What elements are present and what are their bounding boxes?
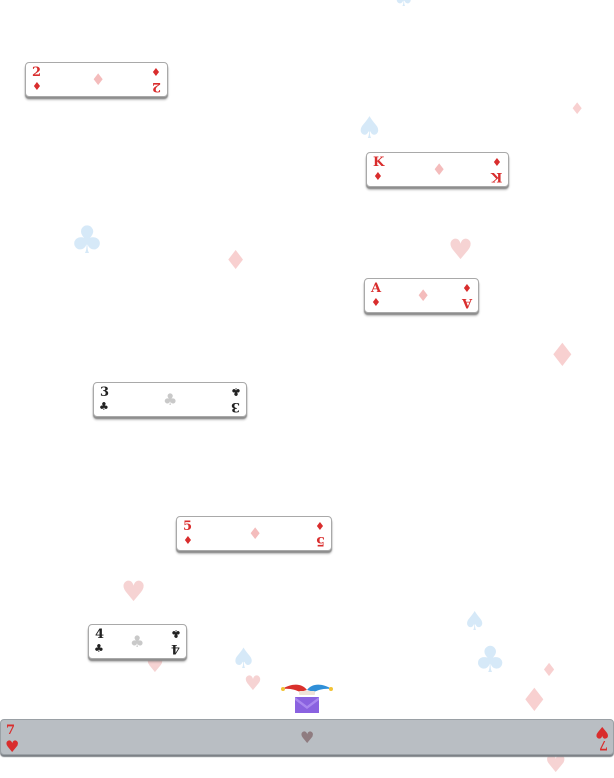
heart-icon: ♥: [545, 750, 567, 778]
diamond-icon: ♦: [32, 80, 42, 93]
heart-icon: ♥: [300, 728, 315, 747]
heart-icon: ♥: [244, 671, 262, 695]
club-icon: ♣: [70, 218, 105, 262]
card-2-diamonds[interactable]: 2 ♦ ♦ ♦ 2: [25, 62, 168, 97]
spade-icon: ♠: [231, 642, 257, 675]
club-icon: ♣: [474, 640, 507, 681]
card-5-diamonds[interactable]: 5 ♦ ♦ ♦ 5: [176, 516, 332, 551]
card-rank: 5: [315, 533, 325, 548]
club-icon: ♣: [94, 642, 104, 655]
jester-hat-left: [282, 684, 307, 692]
diamond-icon: ♦: [520, 681, 549, 719]
jester-face: [299, 691, 315, 695]
club-icon: ♣: [231, 385, 241, 398]
club-icon: ♣: [171, 627, 181, 640]
card-rank: 4: [95, 627, 105, 642]
diamond-icon: ♦: [570, 99, 585, 118]
diamond-icon: ♦: [548, 336, 577, 374]
card-rank: 4: [170, 641, 180, 656]
card-rank: 2: [151, 79, 161, 94]
jester-bell-right: [329, 687, 333, 691]
spade-icon: ♠: [356, 111, 383, 146]
card-rank: 7: [6, 723, 16, 738]
diamond-icon: ♦: [315, 519, 325, 532]
card-rank: 7: [598, 737, 608, 752]
club-icon: ♣: [130, 632, 145, 651]
jester-hat-right: [307, 684, 332, 692]
card-rank: 2: [32, 65, 42, 80]
card-rank: A: [371, 281, 382, 296]
card-rank: A: [461, 295, 472, 310]
heart-icon: ♥: [121, 575, 147, 608]
spade-icon: ♠: [393, 0, 415, 10]
diamond-icon: ♦: [151, 65, 161, 78]
card-3-clubs[interactable]: 3 ♣ ♣ ♣ 3: [93, 382, 247, 417]
club-icon: ♣: [99, 400, 109, 413]
card-rank: K: [490, 169, 502, 184]
diamond-icon: ♦: [541, 660, 558, 681]
diamond-icon: ♦: [224, 246, 248, 276]
jester-player: [281, 684, 333, 713]
diamond-icon: ♦: [373, 170, 383, 183]
card-rank: 5: [183, 519, 193, 534]
card-rank: K: [373, 155, 385, 170]
card-4-clubs[interactable]: 4 ♣ ♣ ♣ 4: [88, 624, 187, 659]
platform-card-7-hearts: 7 ♥ ♥ ♥ 7: [0, 719, 614, 756]
diamond-icon: ♦: [183, 534, 193, 547]
spade-icon: ♠: [463, 607, 487, 637]
card-rank: 3: [230, 399, 240, 414]
diamond-icon: ♦: [371, 296, 381, 309]
club-icon: ♣: [163, 390, 178, 409]
card-rank: 3: [100, 385, 110, 400]
heart-icon: ♥: [5, 737, 20, 756]
diamond-icon: ♦: [432, 160, 447, 179]
heart-icon: ♥: [448, 233, 474, 266]
card-k-diamonds[interactable]: K ♦ ♦ ♦ K: [366, 152, 509, 187]
jester-collar: [295, 697, 319, 709]
diamond-icon: ♦: [91, 70, 106, 89]
diamond-icon: ♦: [248, 524, 263, 543]
card-a-diamonds[interactable]: A ♦ ♦ ♦ A: [364, 278, 479, 313]
diamond-icon: ♦: [492, 155, 502, 168]
jester-bell-left: [281, 687, 285, 691]
diamond-icon: ♦: [462, 281, 472, 294]
jester-body: [295, 697, 319, 713]
heart-icon: ♥: [146, 653, 164, 677]
diamond-icon: ♦: [416, 286, 431, 305]
